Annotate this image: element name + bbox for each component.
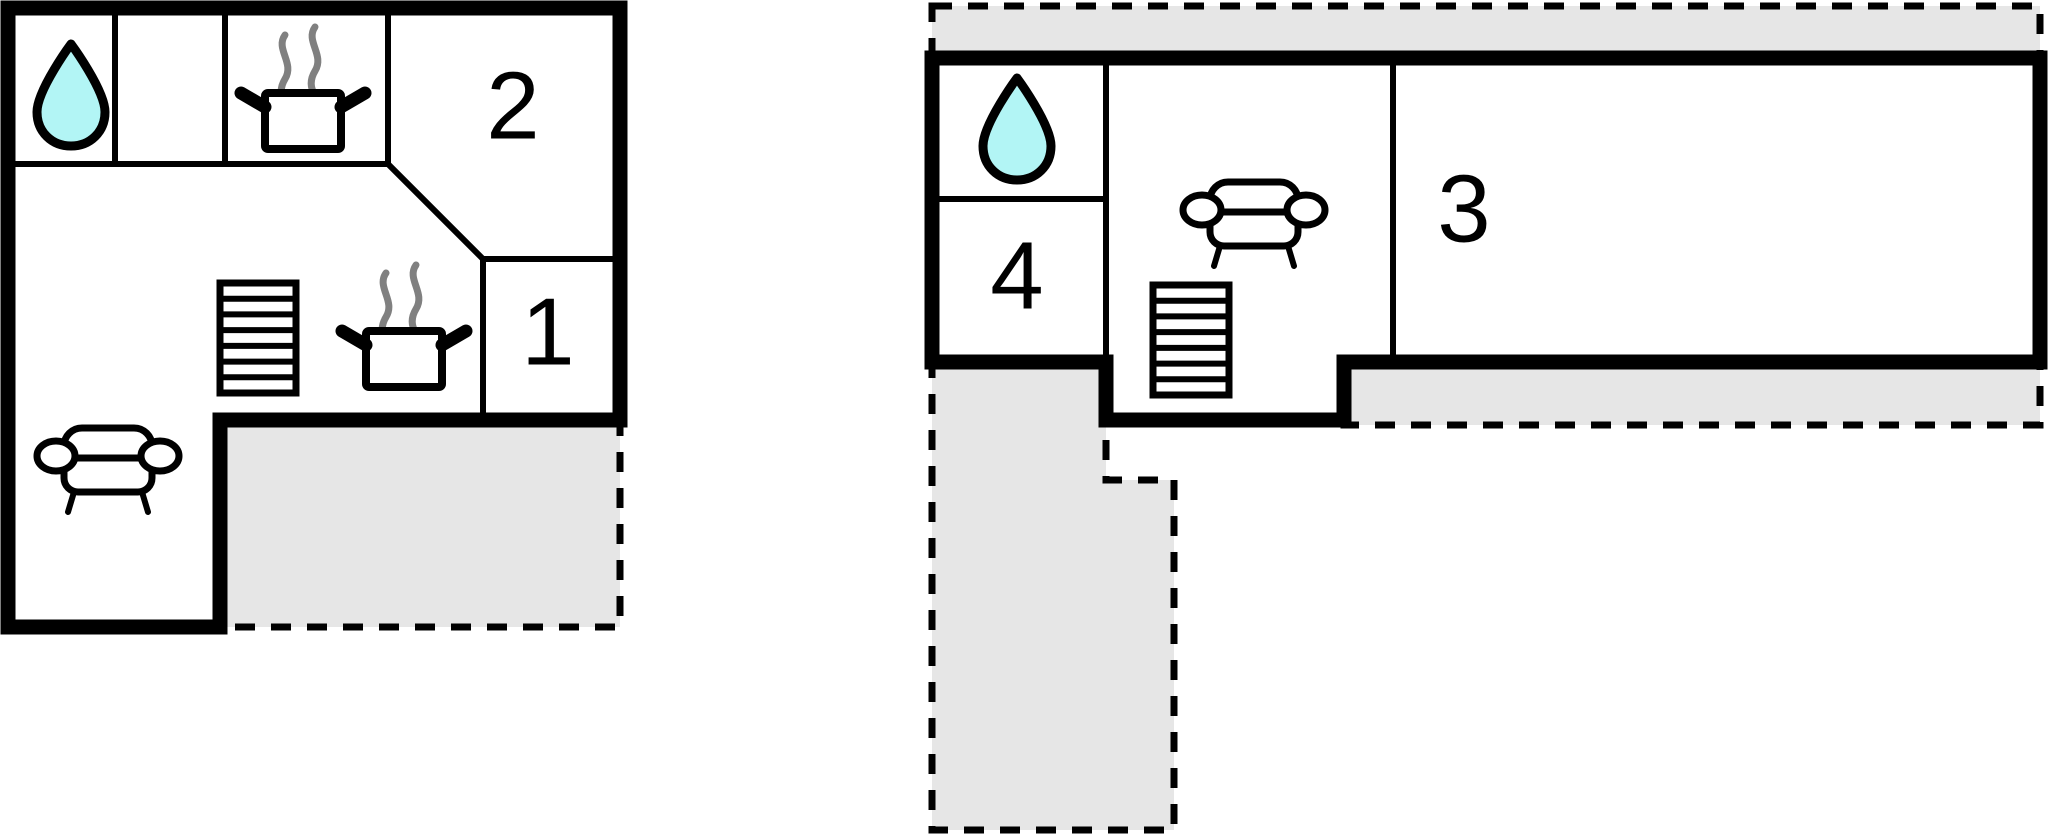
staircase-icon: [220, 283, 296, 393]
room-number-3: 3: [1437, 155, 1490, 262]
right-floor-plan: 3 4: [924, 2, 2048, 834]
terrace-area-right-top: [928, 2, 2044, 62]
terrace-area-right-bottom-right: [1340, 358, 2044, 429]
exterior-wall-left: [0, 0, 628, 635]
staircase-icon: [1153, 285, 1229, 395]
interior-walls-left: [8, 8, 620, 420]
terrace-area-left: [216, 416, 624, 631]
left-floor-plan: 2 1: [0, 0, 628, 635]
terrace-area-right-bottom-left: [928, 358, 1178, 834]
room-number-2: 2: [486, 52, 539, 159]
exterior-wall-right: [924, 50, 2048, 428]
room-number-4: 4: [990, 222, 1043, 329]
room-number-1: 1: [521, 278, 574, 385]
